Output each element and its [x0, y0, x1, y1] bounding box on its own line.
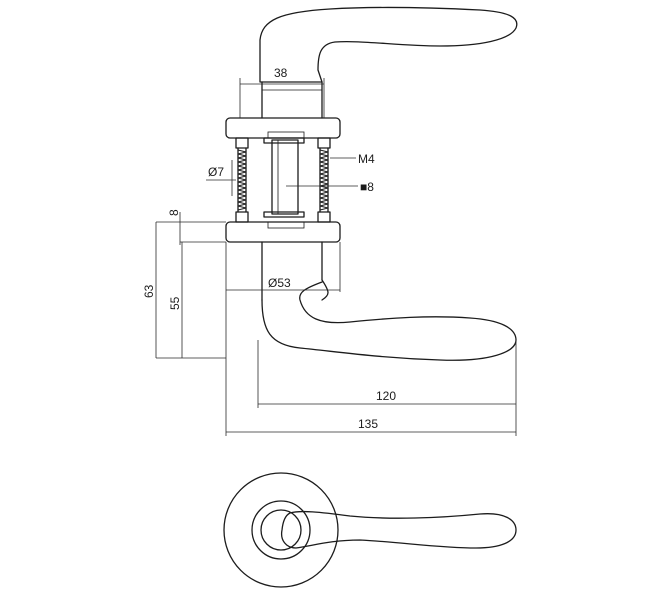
upper-neck: [261, 81, 323, 119]
dimension-63-label: 63: [142, 284, 156, 298]
dimension-120-label: 120: [376, 389, 396, 403]
upper-rose: [225, 117, 341, 139]
dimension-8: 8: [156, 209, 226, 245]
dimension-m4: M4: [330, 152, 375, 166]
dimension-63: 63: [142, 222, 226, 359]
right-screw: [317, 137, 331, 223]
dimension-135-label: 135: [358, 417, 378, 431]
dimension-rose-dia: Ø53: [225, 242, 341, 436]
dimension-spindle-label: ■8: [360, 180, 374, 194]
upper-lever: [259, 6, 518, 83]
top-view: [223, 472, 517, 588]
dimension-spindle: ■8: [286, 180, 374, 194]
dimension-38: 38: [239, 66, 325, 118]
lower-rose: [225, 221, 341, 243]
lower-lever: [261, 241, 517, 361]
dimension-rose-dia-label: Ø53: [268, 276, 291, 290]
left-screw: [235, 137, 249, 223]
dimension-38-label: 38: [274, 66, 288, 80]
dimension-m4-label: M4: [358, 152, 375, 166]
dimension-55-label: 55: [168, 296, 182, 310]
dimension-hole-label: Ø7: [208, 165, 224, 179]
dimension-55: 55: [168, 242, 183, 358]
dimension-120: 120: [257, 340, 517, 436]
dimension-hole: Ø7: [206, 160, 236, 196]
dimension-135: 135: [226, 417, 516, 433]
spindle: [263, 137, 305, 218]
dimension-8-label: 8: [167, 209, 181, 216]
